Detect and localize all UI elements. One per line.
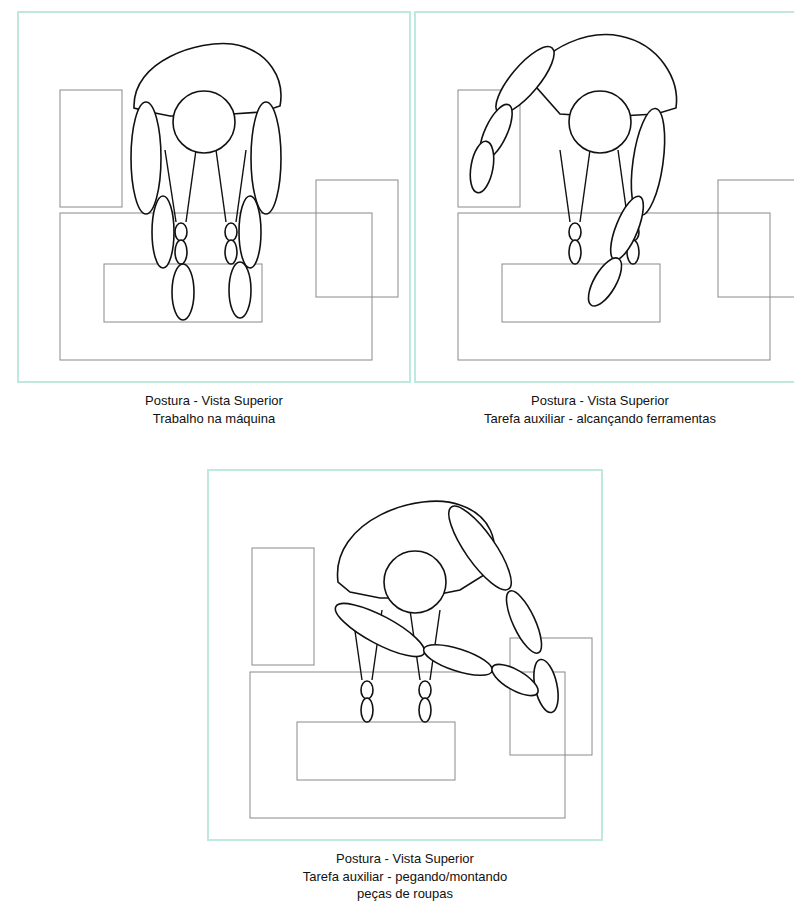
workstation xyxy=(60,90,398,360)
operator-figure xyxy=(329,498,562,722)
caption-text: Trabalho na máquina xyxy=(18,410,410,427)
panel-frame xyxy=(415,12,794,382)
operator-figure xyxy=(131,44,281,320)
caption-text: Postura - Vista Superior xyxy=(208,850,602,867)
panel-frame xyxy=(18,12,410,382)
caption-text: Tarefa auxiliar - alcançando ferramentas xyxy=(410,410,790,427)
caption-text: Postura - Vista Superior xyxy=(410,392,790,409)
operator-figure xyxy=(467,35,677,311)
caption-text: Tarefa auxiliar - pegando/montando peças… xyxy=(290,868,520,902)
workstation xyxy=(458,90,794,360)
caption-text: Postura - Vista Superior xyxy=(18,392,410,409)
panel-frame xyxy=(208,470,602,840)
workstation xyxy=(250,548,592,818)
